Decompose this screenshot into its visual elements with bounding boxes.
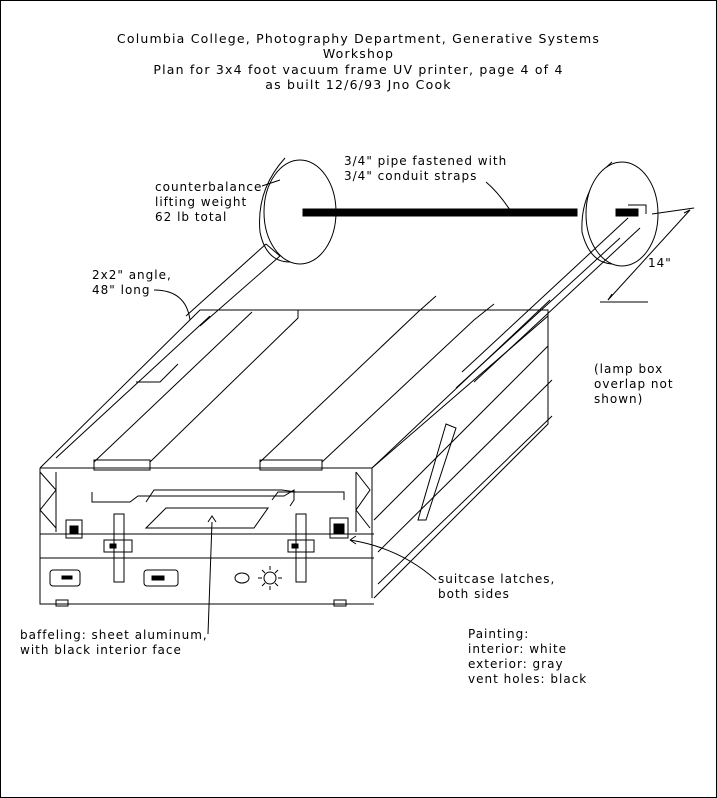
left-angle-arm	[185, 243, 281, 327]
box-right-side	[371, 314, 553, 599]
label-latches: suitcase latches, both sides	[438, 572, 556, 601]
title-line-2: Workshop	[322, 46, 395, 61]
vacuum-frame-box	[39, 295, 553, 607]
timer-knob	[263, 571, 277, 585]
pilot-light	[234, 572, 250, 584]
latch-left-clip	[65, 519, 83, 539]
foot-right	[333, 599, 347, 607]
top-frame-right-ridge	[259, 295, 495, 463]
top-frame-edges	[55, 315, 211, 459]
latches	[65, 423, 457, 583]
baffling	[91, 489, 345, 529]
front-bar-left	[93, 459, 151, 471]
box-top-outline	[39, 299, 551, 469]
switch-left	[49, 569, 81, 587]
foot-left	[55, 599, 69, 607]
leader-latches	[349, 535, 437, 581]
box-front-face	[39, 468, 374, 605]
pipe-end	[615, 208, 639, 217]
front-bar-right	[259, 459, 323, 471]
label-dimension: 14"	[648, 256, 672, 270]
label-lamp-box: (lamp box overlap not shown)	[594, 362, 674, 406]
pipe-cap	[628, 204, 647, 214]
prop-stick	[417, 423, 457, 521]
leader-baffling	[207, 515, 217, 635]
title-line-3: Plan for 3x4 foot vacuum frame UV printe…	[153, 62, 564, 77]
label-counterbalance: counterbalance lifting weight 62 lb tota…	[155, 180, 262, 224]
title-line-1: Columbia College, Photography Department…	[116, 31, 601, 46]
latch-right-clip	[329, 517, 349, 539]
label-baffling: baffeling: sheet aluminum, with black in…	[20, 628, 208, 657]
left-disc-rim	[259, 157, 291, 263]
angle-arms	[185, 217, 641, 389]
control-panel	[49, 566, 282, 590]
corner-braces	[39, 471, 371, 532]
label-pipe: 3/4" pipe fastened with 3/4" conduit str…	[344, 154, 508, 183]
pipe	[302, 208, 578, 217]
top-frame-left-ridge	[93, 310, 299, 463]
leader-counterbalance	[261, 179, 281, 187]
dimension-14in	[600, 207, 695, 303]
counterweight-assembly	[259, 157, 659, 267]
leader-angle	[153, 289, 191, 321]
leader-lines	[153, 179, 511, 635]
label-painting: Painting: interior: white exterior: gray…	[468, 627, 588, 686]
switch-right	[143, 569, 179, 587]
label-angle: 2x2" angle, 48" long	[92, 268, 172, 297]
title-line-4: as built 12/6/93 Jno Cook	[265, 77, 452, 92]
leader-pipe	[485, 181, 511, 211]
